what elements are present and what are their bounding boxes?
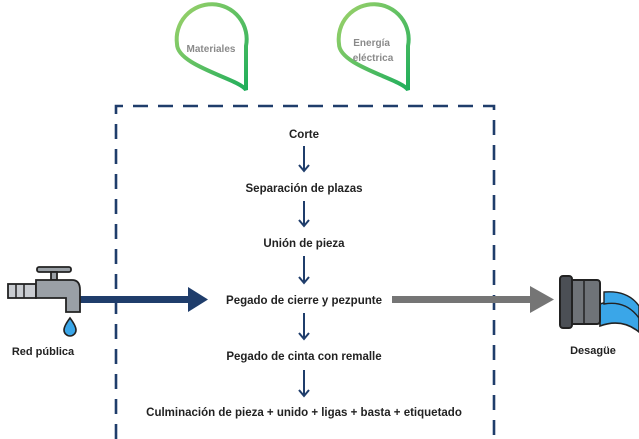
step-union: Unión de pieza: [263, 238, 345, 250]
pin-label: Materiales: [187, 44, 236, 55]
step-pegado-cinta: Pegado de cinta con remalle: [226, 351, 381, 363]
inflow-arrow: [80, 287, 208, 312]
step-arrow: [298, 313, 310, 341]
pin-shape: [174, 2, 249, 92]
input-pin-materiales: Materiales: [174, 2, 249, 92]
faucet-icon: [7, 266, 81, 337]
step-culminacion: Culminación de pieza + unido + ligas + b…: [146, 407, 462, 419]
drain-pipe-icon: [559, 275, 639, 334]
step-corte: Corte: [289, 129, 319, 141]
outflow-arrow: [392, 286, 554, 313]
input-pin-energia: Energía eléctrica: [336, 2, 411, 92]
step-arrow: [298, 370, 310, 398]
process-boundary: [114, 104, 496, 439]
step-separacion: Separación de plazas: [246, 183, 363, 195]
step-arrow: [298, 201, 310, 228]
step-pegado-cierre: Pegado de cierre y pezpunte: [226, 295, 382, 307]
step-arrow: [298, 256, 310, 285]
step-arrow: [298, 146, 310, 173]
output-label: Desagüe: [570, 345, 616, 357]
source-label: Red pública: [12, 346, 75, 358]
pin-label: Energía eléctrica: [353, 38, 394, 64]
pin-shape: [336, 2, 411, 92]
